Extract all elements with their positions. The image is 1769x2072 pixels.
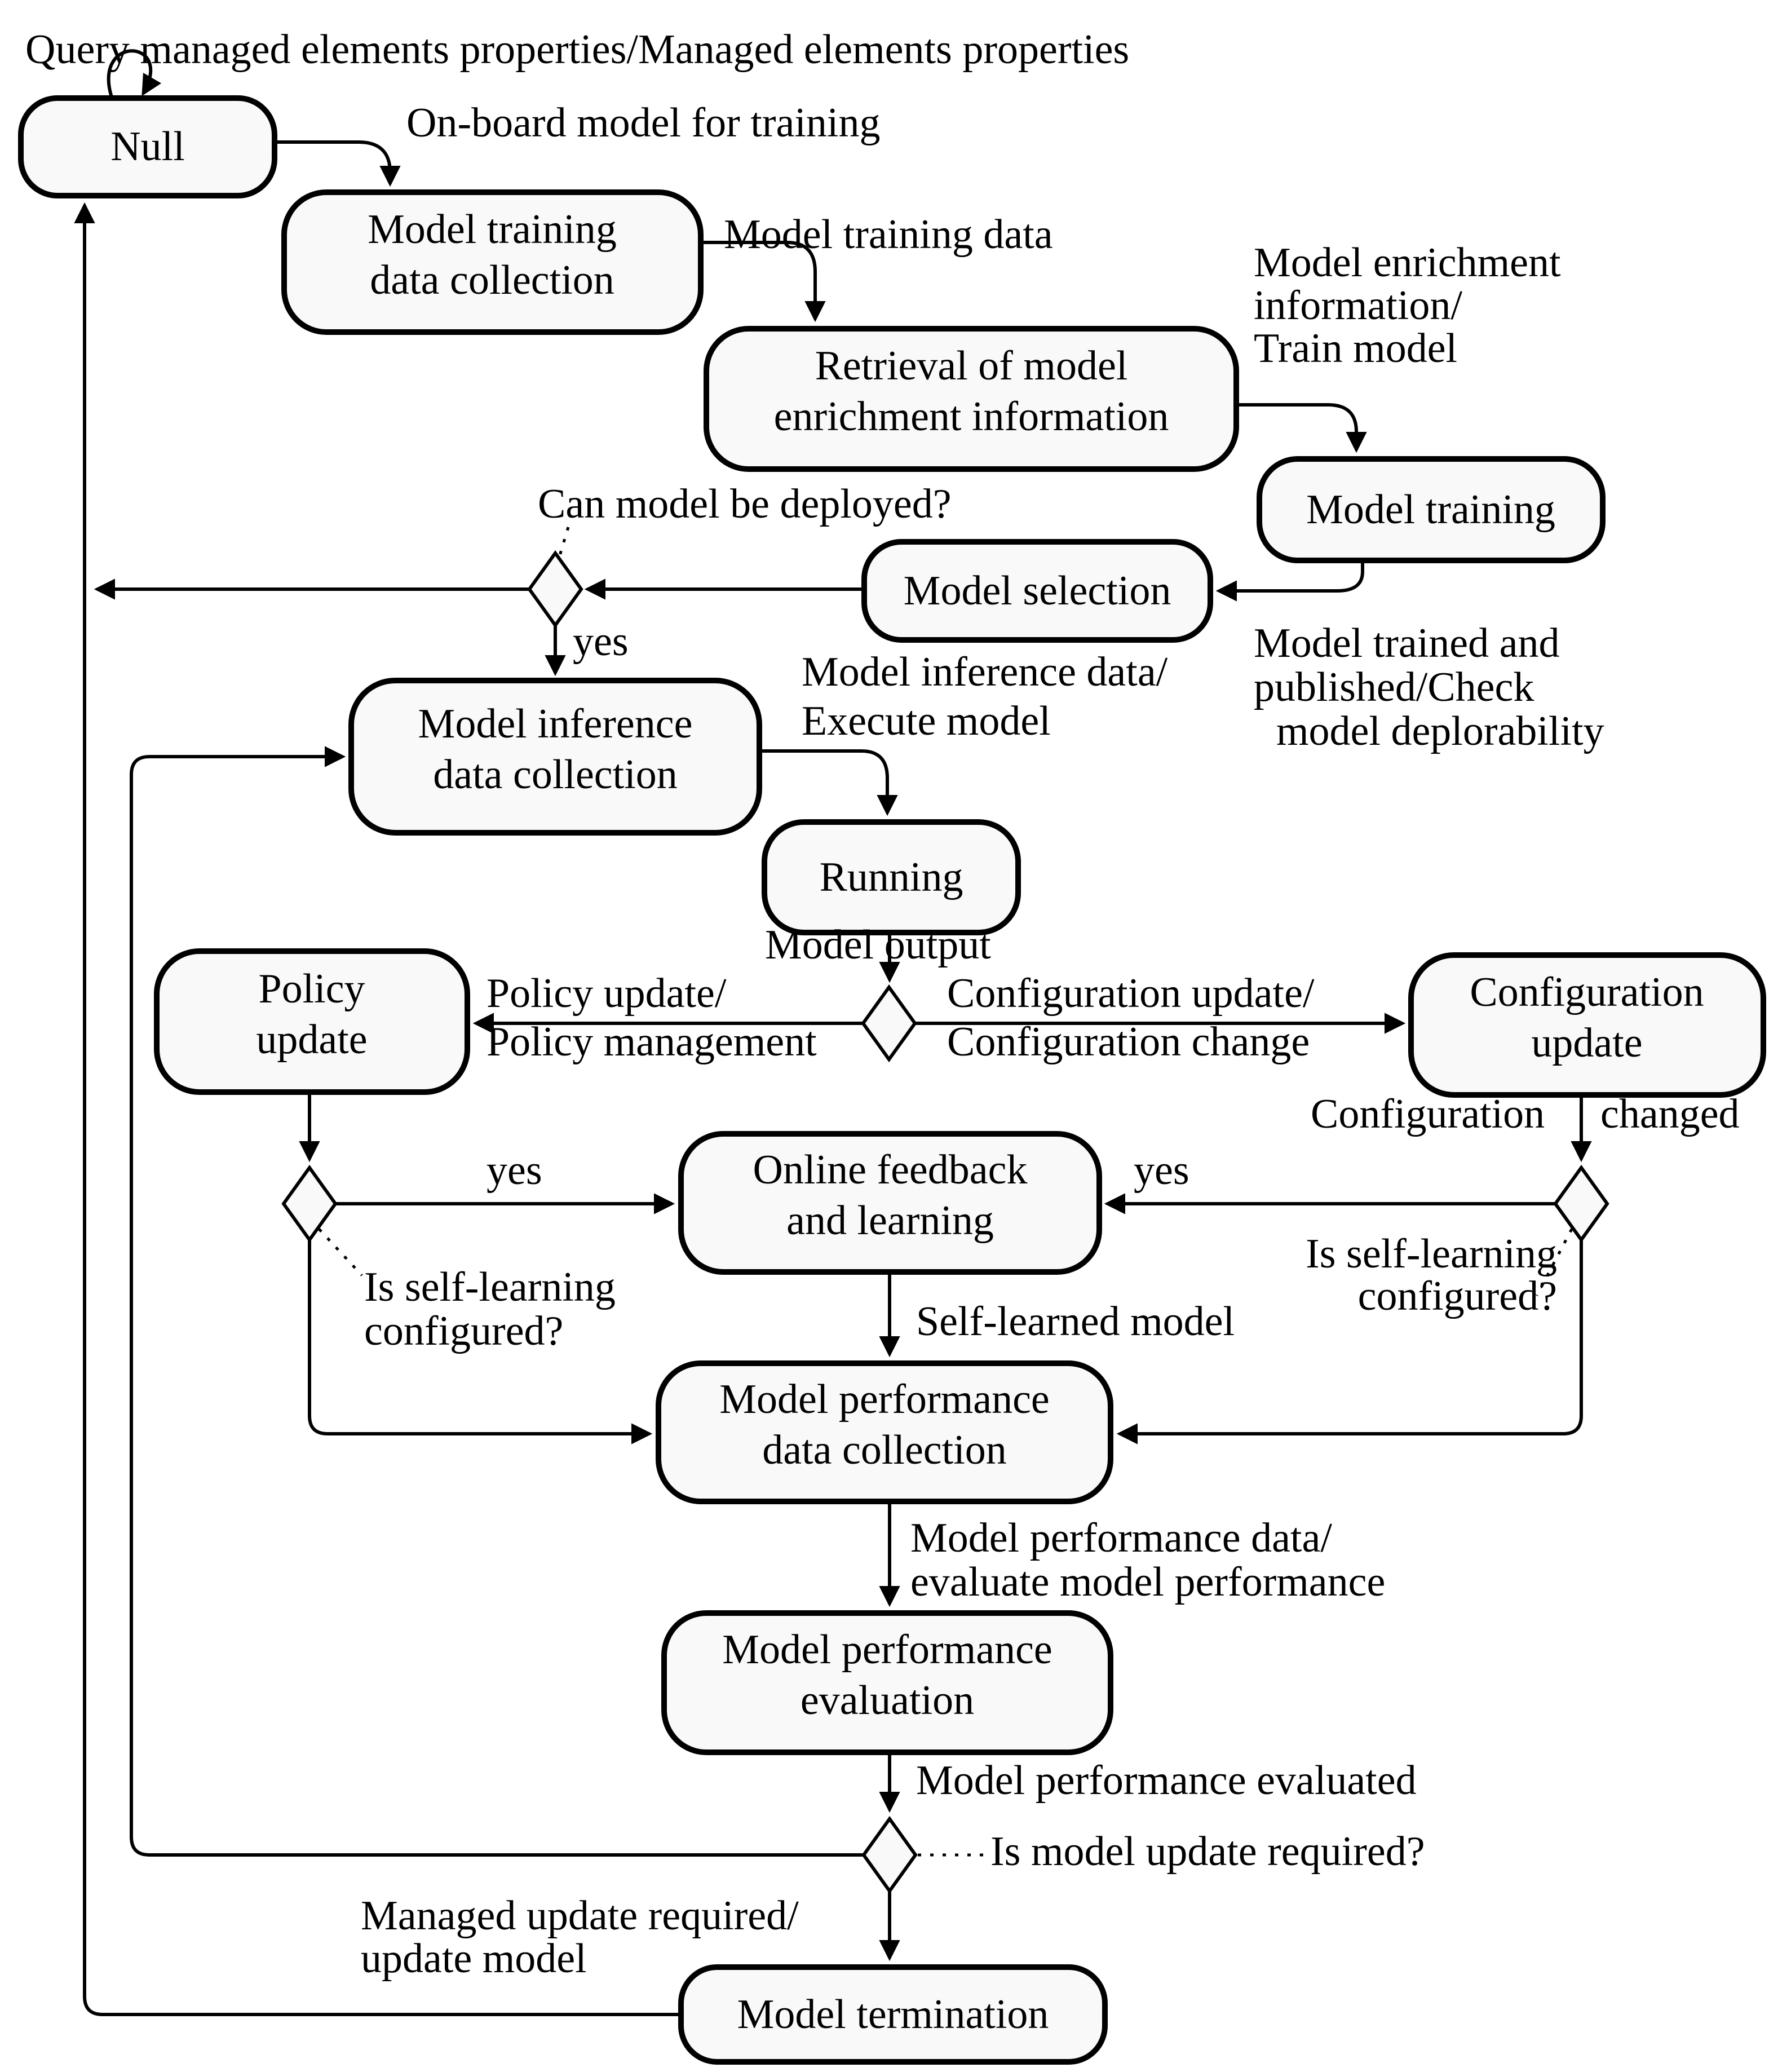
edge-null-self-loop xyxy=(107,49,162,101)
label-model-trained-line2: published/Check xyxy=(1254,664,1534,710)
state-model-training-label: Model training xyxy=(1306,487,1555,533)
state-model-selection-label: Model selection xyxy=(904,568,1171,614)
edge-null-to-model-training-data-collection xyxy=(275,140,401,187)
state-model-termination-shape xyxy=(678,1964,1108,2065)
edge-right-diamond-to-mpdc xyxy=(1116,1240,1583,1444)
label-onboard-model: On-board model for training xyxy=(406,100,881,146)
label-yes-left: yes xyxy=(487,1147,542,1194)
edge-mtdc-to-retrieval xyxy=(701,241,826,322)
state-running-shape xyxy=(762,819,1021,935)
state-model-termination: Model termination xyxy=(678,1964,1108,2065)
decision-can-model-be-deployed xyxy=(527,550,583,629)
state-policy-update-shape xyxy=(154,948,470,1095)
label-model-training-data: Model training data xyxy=(724,211,1053,258)
state-online-feedback-and-learning: Online feedback and learning xyxy=(678,1131,1102,1275)
edge-midc-to-running xyxy=(759,749,898,816)
state-null-shape xyxy=(18,95,277,198)
label-configuration-line2: Configuration change xyxy=(947,1019,1310,1065)
edge-model-training-to-model-selection xyxy=(1215,560,1364,602)
state-model-selection-shape xyxy=(861,539,1213,643)
state-null: Null xyxy=(18,95,277,198)
state-retrieval-of-model-enrichment-information: Retrieval of model enrichment informatio… xyxy=(704,326,1239,472)
label-model-performance-data-line1: Model performance data/ xyxy=(910,1515,1332,1561)
decision-self-learning-right xyxy=(1553,1164,1609,1243)
state-midc-shape xyxy=(348,678,762,836)
label-yes-deploy: yes xyxy=(573,618,629,665)
decision-is-model-update-required xyxy=(861,1815,918,1894)
label-model-performance-data-line2: evaluate model performance xyxy=(910,1559,1385,1605)
state-configuration-update-label-line1: Configuration xyxy=(1470,969,1704,1015)
label-model-enrichment-line1: Model enrichment xyxy=(1254,240,1561,286)
edge-update-diamond-to-midc xyxy=(130,746,863,1857)
state-retrieval-label-line2: enrichment information xyxy=(774,394,1169,440)
label-model-performance-evaluated: Model performance evaluated xyxy=(916,1757,1417,1804)
edge-retrieval-to-model-training xyxy=(1236,403,1367,453)
state-policy-update-label-line2: update xyxy=(256,1017,367,1063)
state-ofl-shape xyxy=(678,1131,1102,1275)
label-managed-update-required-line1: Managed update required/ xyxy=(361,1893,799,1939)
state-running: Running xyxy=(762,819,1021,935)
label-self-learned-model: Self-learned model xyxy=(916,1298,1235,1345)
state-model-performance-evaluation: Model performance evaluation xyxy=(661,1610,1113,1755)
state-midc-label-line2: data collection xyxy=(433,752,678,798)
state-retrieval-shape xyxy=(704,326,1239,472)
state-mpe-label-line1: Model performance xyxy=(722,1627,1052,1673)
state-model-training-data-collection: Model training data collection xyxy=(281,189,704,335)
state-mpdc-label-line2: data collection xyxy=(762,1427,1007,1473)
label-is-self-learning-right-line1: Is self-learning xyxy=(1306,1231,1557,1277)
label-configuration-changed-word2: changed xyxy=(1600,1091,1740,1137)
edge-model-termination-to-null xyxy=(74,202,681,2016)
dotted-link-is-self-learning-right xyxy=(1535,1228,1573,1297)
dotted-link-can-model-be-deployed xyxy=(556,527,570,562)
decision-self-learning-left xyxy=(281,1164,338,1243)
state-mpdc-shape xyxy=(656,1360,1113,1504)
label-model-enrichment-line2: information/ xyxy=(1254,282,1462,329)
label-yes-right: yes xyxy=(1134,1147,1189,1194)
state-mtdc-shape xyxy=(281,189,704,335)
state-model-training-shape xyxy=(1257,456,1606,563)
state-model-selection: Model selection xyxy=(861,539,1213,643)
state-mpe-shape xyxy=(661,1610,1113,1755)
state-model-training: Model training xyxy=(1257,456,1606,563)
state-ofl-label-line1: Online feedback xyxy=(753,1147,1028,1193)
label-is-model-update-required: Is model update required? xyxy=(990,1828,1425,1875)
dotted-link-is-self-learning-left xyxy=(318,1228,363,1276)
label-policy-line2: Policy management xyxy=(487,1019,817,1065)
label-configuration-changed-word1: Configuration xyxy=(1311,1091,1545,1137)
label-is-self-learning-left-line1: Is self-learning xyxy=(364,1264,616,1310)
label-managed-update-required-line2: update model xyxy=(361,1936,587,1982)
label-can-model-be-deployed: Can model be deployed? xyxy=(538,481,952,527)
state-policy-update-label-line1: Policy xyxy=(258,966,365,1012)
state-configuration-update: Configuration update xyxy=(1408,952,1766,1098)
label-is-self-learning-left-line2: configured? xyxy=(364,1308,563,1354)
label-model-trained-line1: Model trained and xyxy=(1254,620,1560,666)
state-model-termination-label: Model termination xyxy=(737,1991,1049,2038)
label-model-enrichment-line3: Train model xyxy=(1254,325,1457,372)
label-model-trained-line3: model deplorability xyxy=(1276,708,1604,754)
state-configuration-update-shape xyxy=(1408,952,1766,1098)
label-self-loop-title: Query managed elements properties/Manage… xyxy=(25,26,1129,73)
label-model-output: Model output xyxy=(765,922,991,968)
state-policy-update: Policy update xyxy=(154,948,470,1095)
state-ofl-label-line2: and learning xyxy=(786,1198,994,1244)
state-null-label: Null xyxy=(110,123,185,170)
state-mtdc-label-line1: Model training xyxy=(368,206,617,253)
state-midc-label-line1: Model inference xyxy=(418,701,693,747)
state-retrieval-label-line1: Retrieval of model xyxy=(815,343,1128,389)
label-model-inference-line2: Execute model xyxy=(802,698,1051,744)
state-model-performance-data-collection: Model performance data collection xyxy=(656,1360,1113,1504)
label-model-inference-line1: Model inference data/ xyxy=(802,649,1168,695)
decision-model-output-router xyxy=(861,984,917,1063)
state-mtdc-label-line2: data collection xyxy=(370,257,614,303)
state-mpe-label-line2: evaluation xyxy=(801,1677,974,1724)
edge-left-diamond-to-mpdc xyxy=(308,1240,653,1444)
state-running-label: Running xyxy=(820,854,963,900)
label-configuration-line1: Configuration update/ xyxy=(947,970,1315,1017)
label-is-self-learning-right-line2: configured? xyxy=(1358,1273,1557,1319)
state-model-inference-data-collection: Model inference data collection xyxy=(348,678,762,836)
label-policy-line1: Policy update/ xyxy=(487,970,727,1017)
state-mpdc-label-line1: Model performance xyxy=(719,1376,1050,1422)
state-configuration-update-label-line2: update xyxy=(1531,1020,1642,1066)
